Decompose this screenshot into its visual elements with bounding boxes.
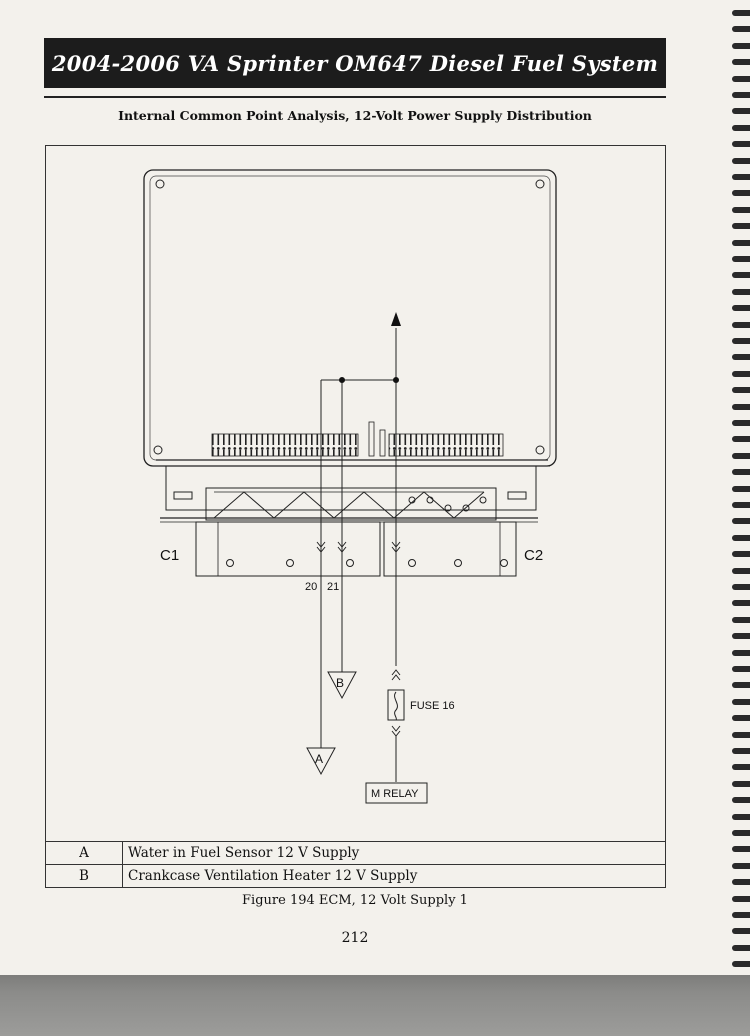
pin-header-left	[211, 433, 359, 457]
binding-coil	[732, 452, 750, 459]
binding-coil	[732, 305, 750, 312]
title-rule	[44, 96, 666, 98]
terminal-a: A	[306, 747, 336, 776]
binding-coil	[732, 387, 750, 394]
binding-coil	[732, 108, 750, 115]
binding-coil	[732, 764, 750, 771]
binding-coil	[732, 272, 750, 279]
binding-coil	[732, 895, 750, 902]
binding-coil	[732, 124, 750, 131]
binding-coil	[732, 780, 750, 787]
wiring-diagram: C1 C2 20 21	[143, 169, 557, 804]
page-title: 2004-2006 VA Sprinter OM647 Diesel Fuel …	[44, 38, 666, 88]
binding-coil	[732, 92, 750, 98]
binding-coil	[732, 912, 750, 918]
binding-coil	[732, 682, 750, 689]
binding-coil	[732, 174, 750, 180]
binding-coil	[732, 370, 750, 377]
splice-point	[393, 377, 399, 383]
pin-number-21: 21	[327, 581, 339, 593]
binding-coil	[732, 157, 750, 164]
pin-header-right	[388, 433, 504, 457]
binding-coil	[732, 288, 750, 295]
pin-number-20: 20	[305, 581, 317, 593]
connector-c2-label: C2	[524, 547, 543, 564]
binding-coil	[732, 518, 750, 525]
binding-coil	[732, 830, 750, 836]
binding-coil	[732, 403, 750, 410]
binding-coil	[732, 813, 750, 820]
binding-coil	[732, 338, 750, 344]
relay-label: M RELAY	[371, 788, 419, 800]
section-subtitle: Internal Common Point Analysis, 12-Volt …	[118, 108, 592, 123]
binding-coil	[732, 961, 750, 968]
binding-coil	[732, 239, 750, 246]
legend-key: B	[45, 864, 123, 888]
binding-coil	[732, 748, 750, 754]
binding-coil	[732, 59, 750, 66]
scan-shadow	[0, 975, 750, 1036]
binding-coil	[732, 436, 750, 443]
legend-description: Water in Fuel Sensor 12 V Supply	[122, 841, 666, 865]
binding-coil	[732, 600, 750, 607]
binding-coil	[732, 321, 750, 328]
spiral-binding	[728, 0, 750, 975]
binding-coil	[732, 420, 750, 426]
fuse-label: FUSE 16	[410, 700, 455, 712]
connector-c2	[383, 521, 517, 577]
m-relay: M RELAY	[365, 782, 428, 804]
internal-wiring	[316, 328, 401, 748]
splice-point	[339, 377, 345, 383]
binding-coil	[732, 42, 750, 49]
legend-table: A Water in Fuel Sensor 12 V Supply B Cra…	[45, 841, 666, 888]
connector-c1-label: C1	[160, 547, 179, 564]
binding-coil	[732, 485, 750, 492]
binding-coil	[732, 797, 750, 804]
legend-description: Crankcase Ventilation Heater 12 V Supply	[122, 864, 666, 888]
binding-coil	[732, 223, 750, 230]
binding-coil	[732, 551, 750, 558]
binding-coil	[732, 715, 750, 722]
connector-c1	[195, 521, 381, 577]
binding-coil	[732, 502, 750, 508]
binding-coil	[732, 10, 750, 16]
binding-coil	[732, 190, 750, 197]
binding-coil	[732, 616, 750, 623]
binding-coil	[732, 206, 750, 213]
binding-coil	[732, 846, 750, 853]
manual-page: 2004-2006 VA Sprinter OM647 Diesel Fuel …	[0, 0, 732, 975]
binding-coil	[732, 666, 750, 672]
binding-coil	[732, 354, 750, 361]
binding-coil	[732, 731, 750, 738]
binding-coil	[732, 928, 750, 935]
figure-caption: Figure 194 ECM, 12 Volt Supply 1	[242, 893, 468, 908]
binding-coil	[732, 256, 750, 262]
legend-key: A	[45, 841, 123, 865]
binding-coil	[732, 633, 750, 640]
binding-coil	[732, 534, 750, 541]
page-number: 212	[341, 930, 369, 946]
terminal-b-label: B	[336, 676, 344, 690]
legend-row: B Crankcase Ventilation Heater 12 V Supp…	[45, 864, 666, 888]
binding-coil	[732, 944, 750, 951]
fuse-16: FUSE 16	[387, 689, 455, 721]
binding-coil	[732, 567, 750, 574]
supply-arrow-icon	[391, 312, 401, 326]
terminal-b: B	[327, 671, 357, 700]
ecm-base	[154, 459, 550, 523]
binding-coil	[732, 879, 750, 886]
binding-coil	[732, 698, 750, 705]
binding-coil	[732, 862, 750, 869]
legend-row: A Water in Fuel Sensor 12 V Supply	[45, 841, 666, 865]
binding-coil	[732, 75, 750, 82]
binding-coil	[732, 26, 750, 33]
binding-coil	[732, 649, 750, 656]
binding-coil	[732, 141, 750, 148]
ecm-housing	[143, 169, 557, 467]
binding-coil	[732, 469, 750, 476]
binding-coil	[732, 584, 750, 590]
diagram-frame	[45, 145, 666, 888]
terminal-a-label: A	[315, 752, 323, 766]
